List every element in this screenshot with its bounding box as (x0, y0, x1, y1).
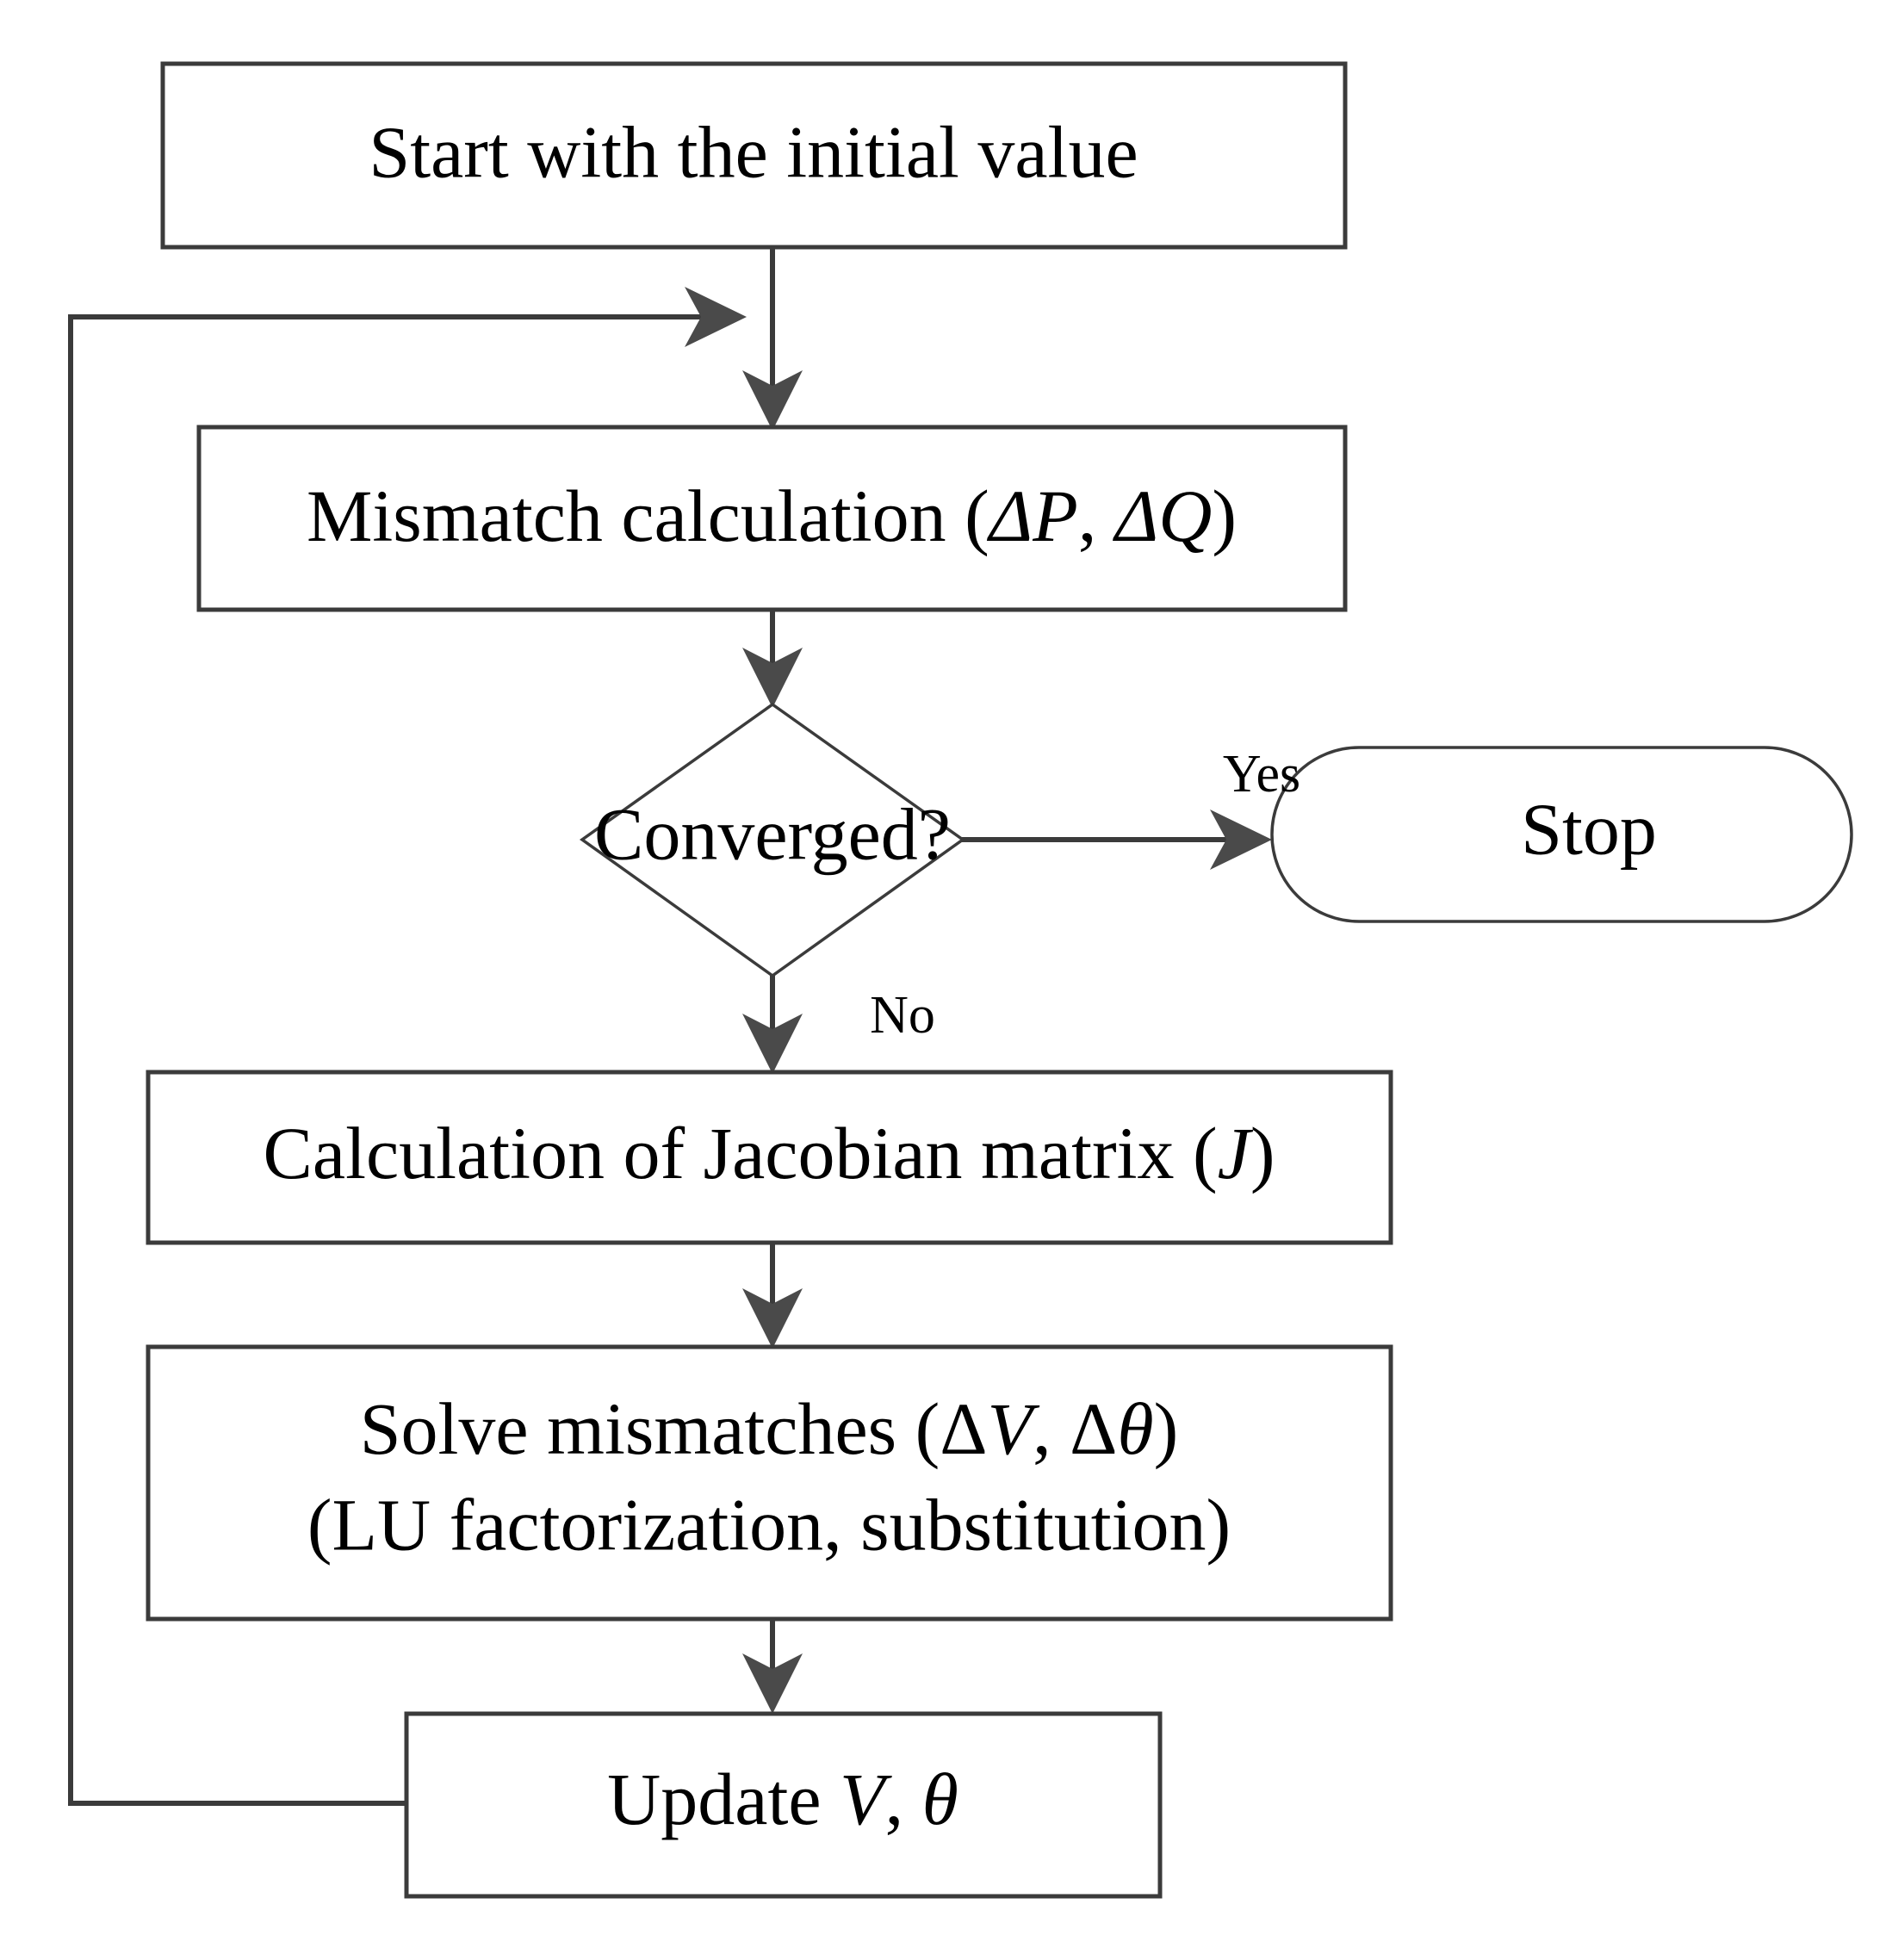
node-solve-line1-sym2: θ (1117, 1387, 1153, 1470)
node-solve[interactable]: Solve mismatches (ΔV, Δθ) (LU factorizat… (146, 1344, 1393, 1622)
edge-mismatch-to-decision (742, 610, 803, 708)
node-solve-line1-mid: , Δ (1033, 1387, 1117, 1470)
edge-label-yes: Yes (1223, 745, 1300, 803)
node-stop[interactable]: Stop (1270, 746, 1853, 923)
node-mismatch[interactable]: Mismatch calculation (ΔP, ΔQ) (196, 425, 1348, 612)
node-solve-label-line1: Solve mismatches (ΔV, Δθ) (360, 1387, 1179, 1470)
node-decision[interactable]: Converged? (579, 702, 966, 978)
node-update-label-pre: Update (607, 1758, 840, 1840)
node-mismatch-label-sym1: ΔP (987, 474, 1078, 557)
node-start[interactable]: Start with the initial value (160, 61, 1348, 250)
edge-label-no: No (870, 986, 935, 1045)
node-jacobian-label-pre: Calculation of Jacobian matrix ( (264, 1112, 1218, 1194)
node-decision-label: Converged? (594, 793, 951, 876)
node-mismatch-label-mid: , (1078, 474, 1115, 557)
edge-start-to-mismatch (742, 247, 803, 431)
node-update-label: Update V, θ (607, 1758, 958, 1840)
node-solve-line1-pre: Solve mismatches (Δ (360, 1387, 988, 1470)
node-update-label-sym1: V (840, 1758, 892, 1840)
node-update-label-sym2: θ (922, 1758, 958, 1840)
node-start-label: Start with the initial value (369, 111, 1138, 194)
node-solve-label-line2: (LU factorization, substitution) (307, 1484, 1231, 1566)
edge-update-to-mismatch-feedback (68, 287, 747, 1806)
node-mismatch-label: Mismatch calculation (ΔP, ΔQ) (307, 474, 1237, 557)
node-jacobian-label: Calculation of Jacobian matrix (J) (264, 1112, 1275, 1194)
node-mismatch-label-pre: Mismatch calculation ( (307, 474, 989, 557)
node-jacobian-label-sym: J (1218, 1112, 1254, 1194)
node-update-label-mid: , (885, 1758, 922, 1840)
node-mismatch-label-sym2: ΔQ (1113, 474, 1213, 557)
node-update[interactable]: Update V, θ (404, 1711, 1163, 1899)
edge-decision-to-jacobian (742, 976, 803, 1074)
edge-solve-to-update (742, 1619, 803, 1714)
node-jacobian-label-post: ) (1250, 1112, 1275, 1194)
node-mismatch-label-post: ) (1212, 474, 1237, 557)
edge-jacobian-to-solve (742, 1243, 803, 1349)
node-jacobian[interactable]: Calculation of Jacobian matrix (J) (146, 1070, 1393, 1245)
node-solve-line1-sym1: V (988, 1387, 1040, 1470)
node-solve-line1-post: ) (1154, 1387, 1179, 1470)
node-stop-label: Stop (1521, 788, 1657, 871)
